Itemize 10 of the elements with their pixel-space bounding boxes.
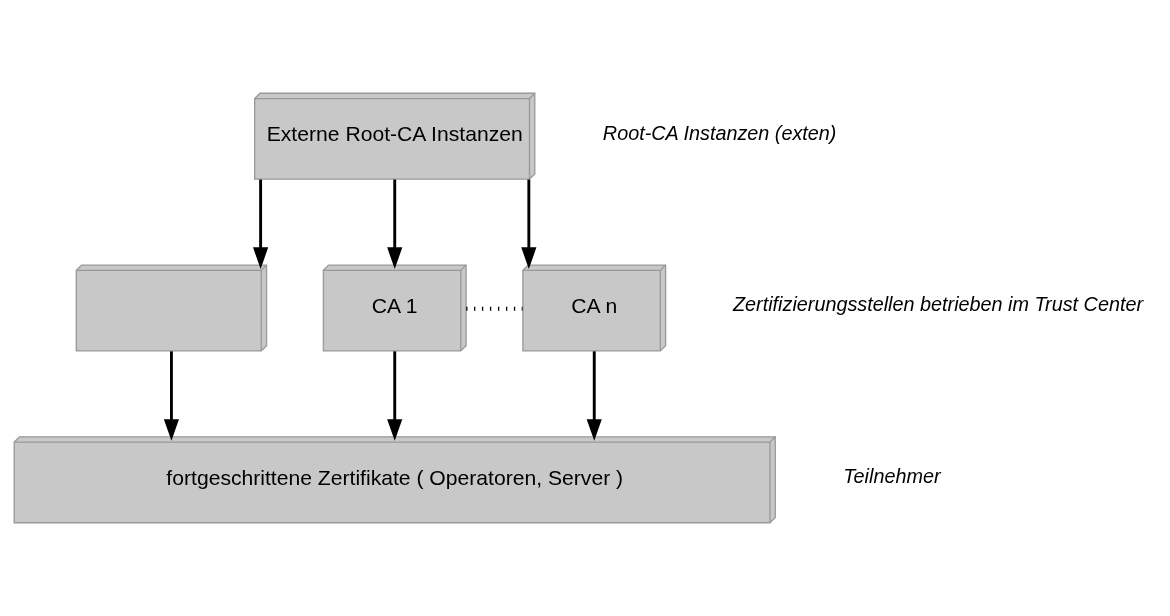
connector <box>466 306 523 311</box>
arrow <box>387 179 403 270</box>
arrow <box>163 351 180 441</box>
label: Teilnehmer <box>843 465 941 488</box>
label: Zertifizierungsstellen betrieben im Trust Center <box>732 293 1144 316</box>
label: Root-CA Instanzen (exten) <box>602 121 837 144</box>
arrow <box>387 351 403 441</box>
arrow <box>521 179 537 270</box>
arrow <box>586 351 602 441</box>
arrow <box>253 179 269 270</box>
